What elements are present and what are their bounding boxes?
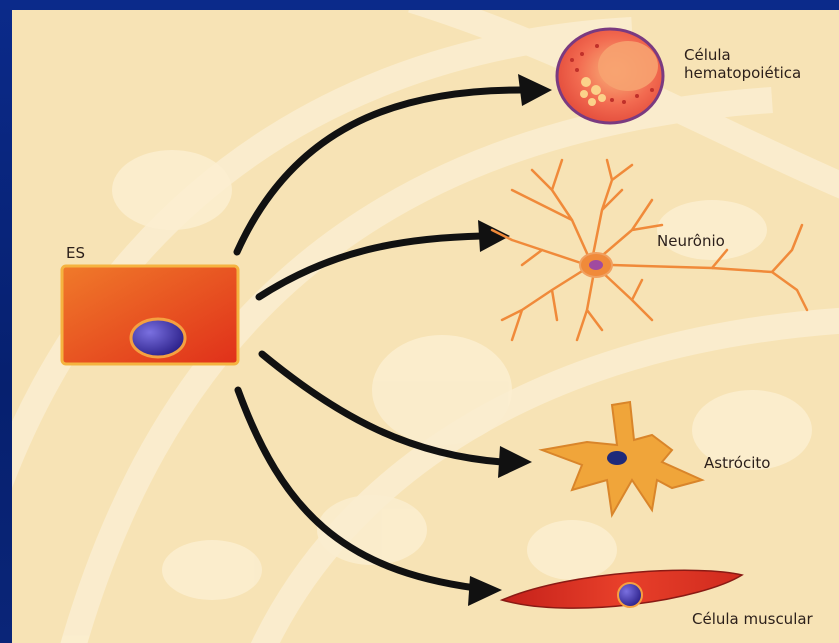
hematopoietic-cell xyxy=(557,29,663,123)
diagram-canvas xyxy=(12,10,839,643)
muscle-label: Célula muscular xyxy=(692,610,813,628)
hematopoietic-label-line1: Célula xyxy=(684,46,731,64)
es-cell xyxy=(62,266,238,364)
es-nucleus xyxy=(131,319,185,357)
astrocyte-cell xyxy=(542,402,702,515)
neuron-cell xyxy=(492,160,807,340)
es-label: ES xyxy=(66,244,85,262)
neuron-label: Neurônio xyxy=(657,232,725,250)
muscle-cell xyxy=(502,570,742,608)
astrocyte-label: Astrócito xyxy=(704,454,770,472)
hematopoietic-label-line2: hematopoiética xyxy=(684,64,801,82)
diagram-panel: ES Célula hematopoiética Neurônio Astróc… xyxy=(12,10,839,643)
